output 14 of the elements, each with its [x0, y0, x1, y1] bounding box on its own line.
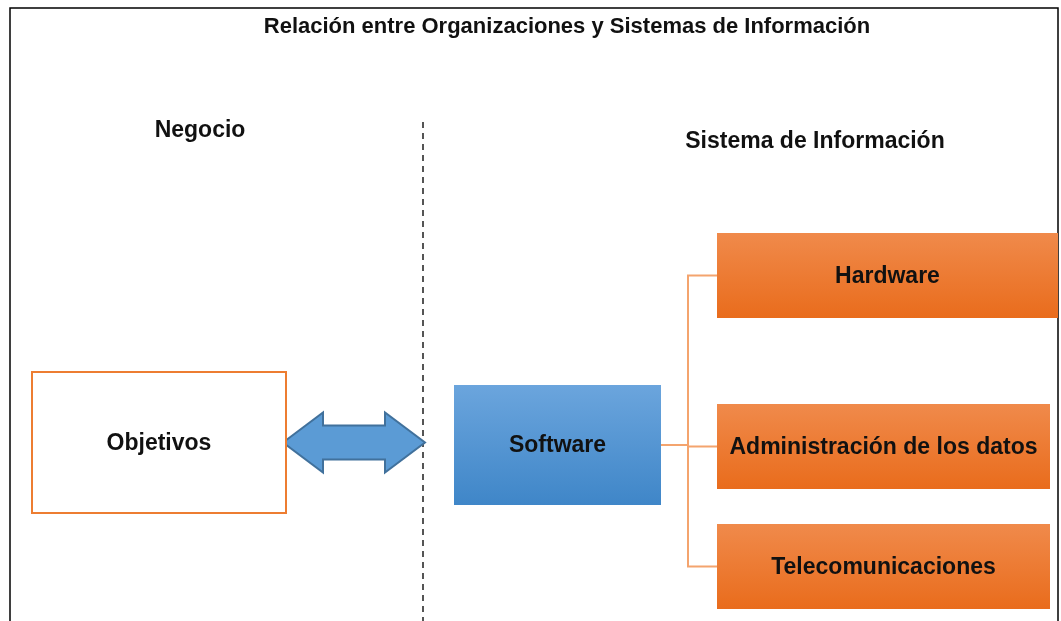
component-box — [717, 233, 1058, 318]
node-label: Telecomunicaciones — [771, 551, 996, 581]
node-label: Administración de los datos — [729, 431, 1038, 461]
component-box — [717, 524, 1050, 609]
section-heading: Sistema de Información — [685, 127, 945, 154]
objective-box — [31, 371, 287, 514]
node-label: Objetivos — [106, 427, 212, 457]
component-box — [717, 404, 1050, 489]
software-box — [454, 385, 661, 505]
node-label: Software — [508, 430, 607, 460]
node-label: Hardware — [835, 260, 940, 290]
section-heading: Negocio — [154, 116, 246, 143]
connector-line — [660, 444, 718, 568]
diagram-title: Relación entre Organizaciones y Sistemas de Información — [263, 13, 871, 39]
